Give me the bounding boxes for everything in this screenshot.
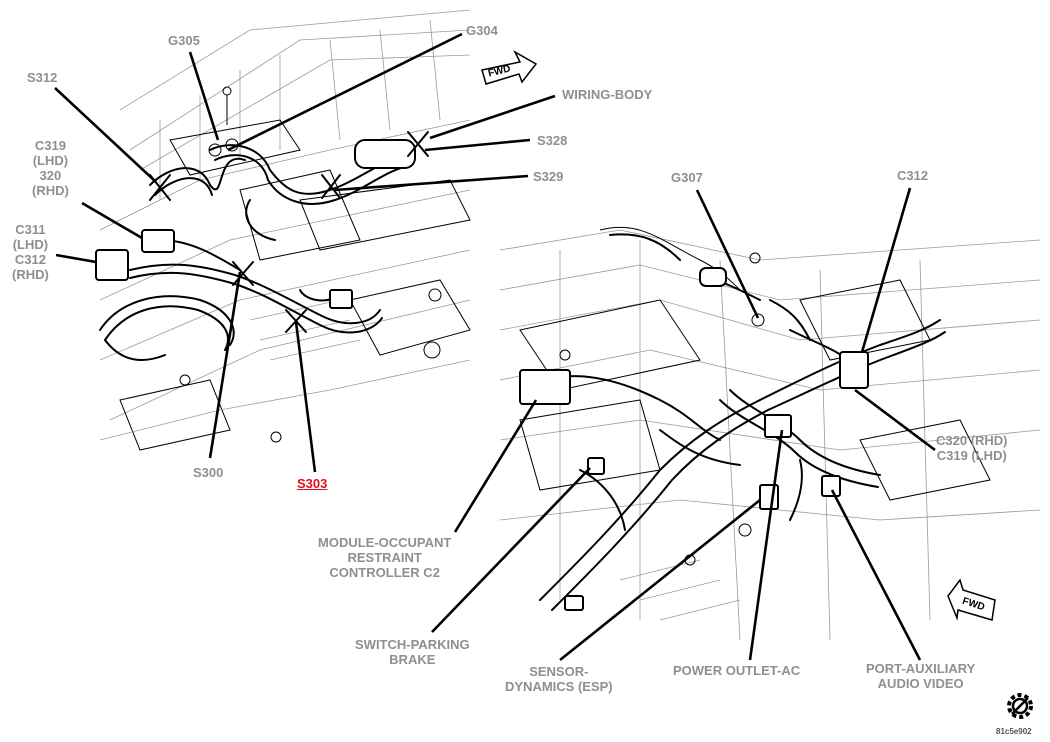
label-sensor-dynamics: SENSOR- DYNAMICS (ESP) xyxy=(505,664,613,694)
left-floor-structure xyxy=(99,9,471,451)
right-wiring-harness xyxy=(519,233,946,611)
label-switch-parking-brake: SWITCH-PARKING BRAKE xyxy=(355,637,470,667)
label-c319-320: C319 (LHD) 320 (RHD) xyxy=(32,138,69,198)
right-leader-lines xyxy=(431,187,936,662)
label-power-outlet-ac: POWER OUTLET-AC xyxy=(673,663,801,678)
label-c312: C312 xyxy=(897,168,929,183)
left-splice-marks xyxy=(149,131,429,333)
gear-icon xyxy=(1007,693,1033,719)
fwd-arrow-top-shape xyxy=(481,50,538,85)
label-g307: G307 xyxy=(671,170,703,185)
label-g304: G304 xyxy=(466,23,498,38)
label-s300: S300 xyxy=(193,465,224,480)
label-s328: S328 xyxy=(537,133,568,148)
label-g305: G305 xyxy=(168,33,200,48)
left-leader-lines xyxy=(54,32,556,473)
label-wiring-body: WIRING-BODY xyxy=(562,87,653,102)
label-s303[interactable]: S303 xyxy=(297,476,328,491)
label-s312: S312 xyxy=(27,70,58,85)
label-c311-c312: C311 (LHD) C312 (RHD) xyxy=(12,222,49,282)
left-wiring-harness xyxy=(95,86,416,361)
label-module-occupant-restraint: MODULE-OCCUPANT RESTRAINT CONTROLLER C2 xyxy=(318,535,452,580)
image-code: 81c5e902 xyxy=(996,727,1032,736)
label-port-auxiliary-audio-video: PORT-AUXILIARY AUDIO VIDEO xyxy=(866,661,976,691)
label-c320-c319: C320 (RHD) C319 (LHD) xyxy=(936,433,1008,463)
fwd-arrow-bottom-shape xyxy=(947,578,996,621)
label-s329: S329 xyxy=(533,169,564,184)
